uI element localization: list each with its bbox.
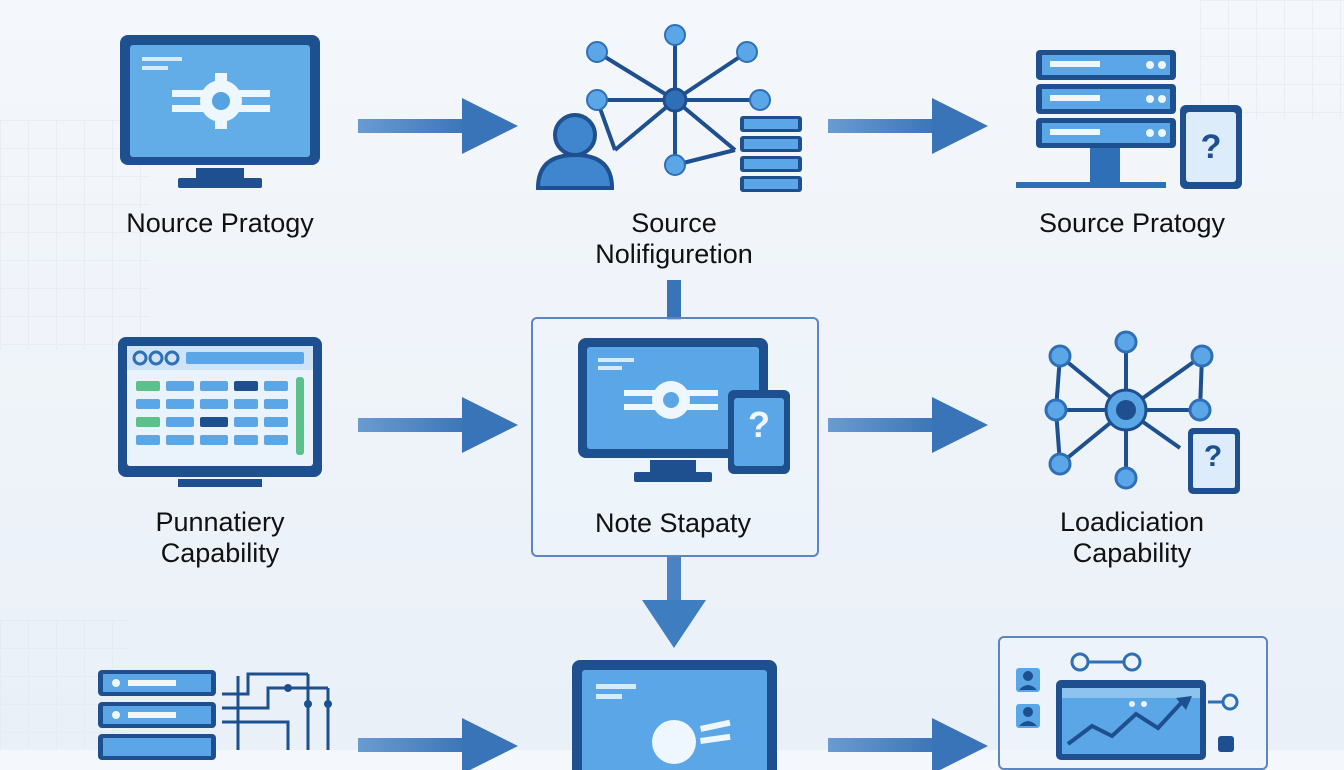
node-label-line-2: Nolifiguretion xyxy=(595,239,753,269)
arrow-n5-to-n6 xyxy=(828,397,988,453)
arrow-n7-to-n8 xyxy=(358,718,518,770)
background-grid-right xyxy=(1200,0,1344,120)
arrow-n2-to-n3 xyxy=(828,98,988,154)
hub-network-device-icon xyxy=(1044,330,1240,494)
network-person-server-icon xyxy=(535,24,802,192)
node-label-nource-pratogy: Nource Pratogy xyxy=(126,208,314,238)
node-label-loadiciation-capability: Loadiciation Capability xyxy=(1012,507,1252,569)
server-question-icon xyxy=(1016,50,1242,189)
question-mark-glyph: ? xyxy=(748,404,770,445)
connectors xyxy=(358,98,988,770)
monitor-gear-question-icon xyxy=(578,338,790,482)
monitor-gear-icon-bottom xyxy=(572,660,777,770)
node-label-line-2: Capability xyxy=(1072,538,1192,568)
arrow-n1-to-n2 xyxy=(358,98,518,154)
node-label-note-stapaty: Note Stapaty xyxy=(594,508,752,538)
node-label-line-1: Loadiciation xyxy=(1059,507,1205,537)
arrow-n2-to-n5 xyxy=(667,280,681,320)
node-label-line-1: Punnatiery xyxy=(155,507,285,537)
node-label-punnatiery-capability: Punnatiery Capability xyxy=(100,507,340,569)
node-label-line-1: Source xyxy=(631,208,717,238)
dashboard-monitor-icon xyxy=(118,337,322,487)
node-label-source-pratogy: Source Pratogy xyxy=(1038,208,1226,238)
question-mark-glyph: ? xyxy=(1203,440,1223,473)
node-label-source-nolifiguretion: Source Nolifiguretion xyxy=(554,208,794,270)
server-wiring-icon xyxy=(98,670,332,760)
arrow-n5-to-n8 xyxy=(642,556,706,648)
node-label-line-2: Capability xyxy=(160,538,280,568)
monitor-gear-icon xyxy=(120,35,320,188)
question-mark-glyph: ? xyxy=(1200,128,1222,166)
arrow-n8-to-n9 xyxy=(828,718,988,770)
analytics-dashboard-icon xyxy=(1016,652,1239,760)
arrow-n4-to-n5 xyxy=(358,397,518,453)
